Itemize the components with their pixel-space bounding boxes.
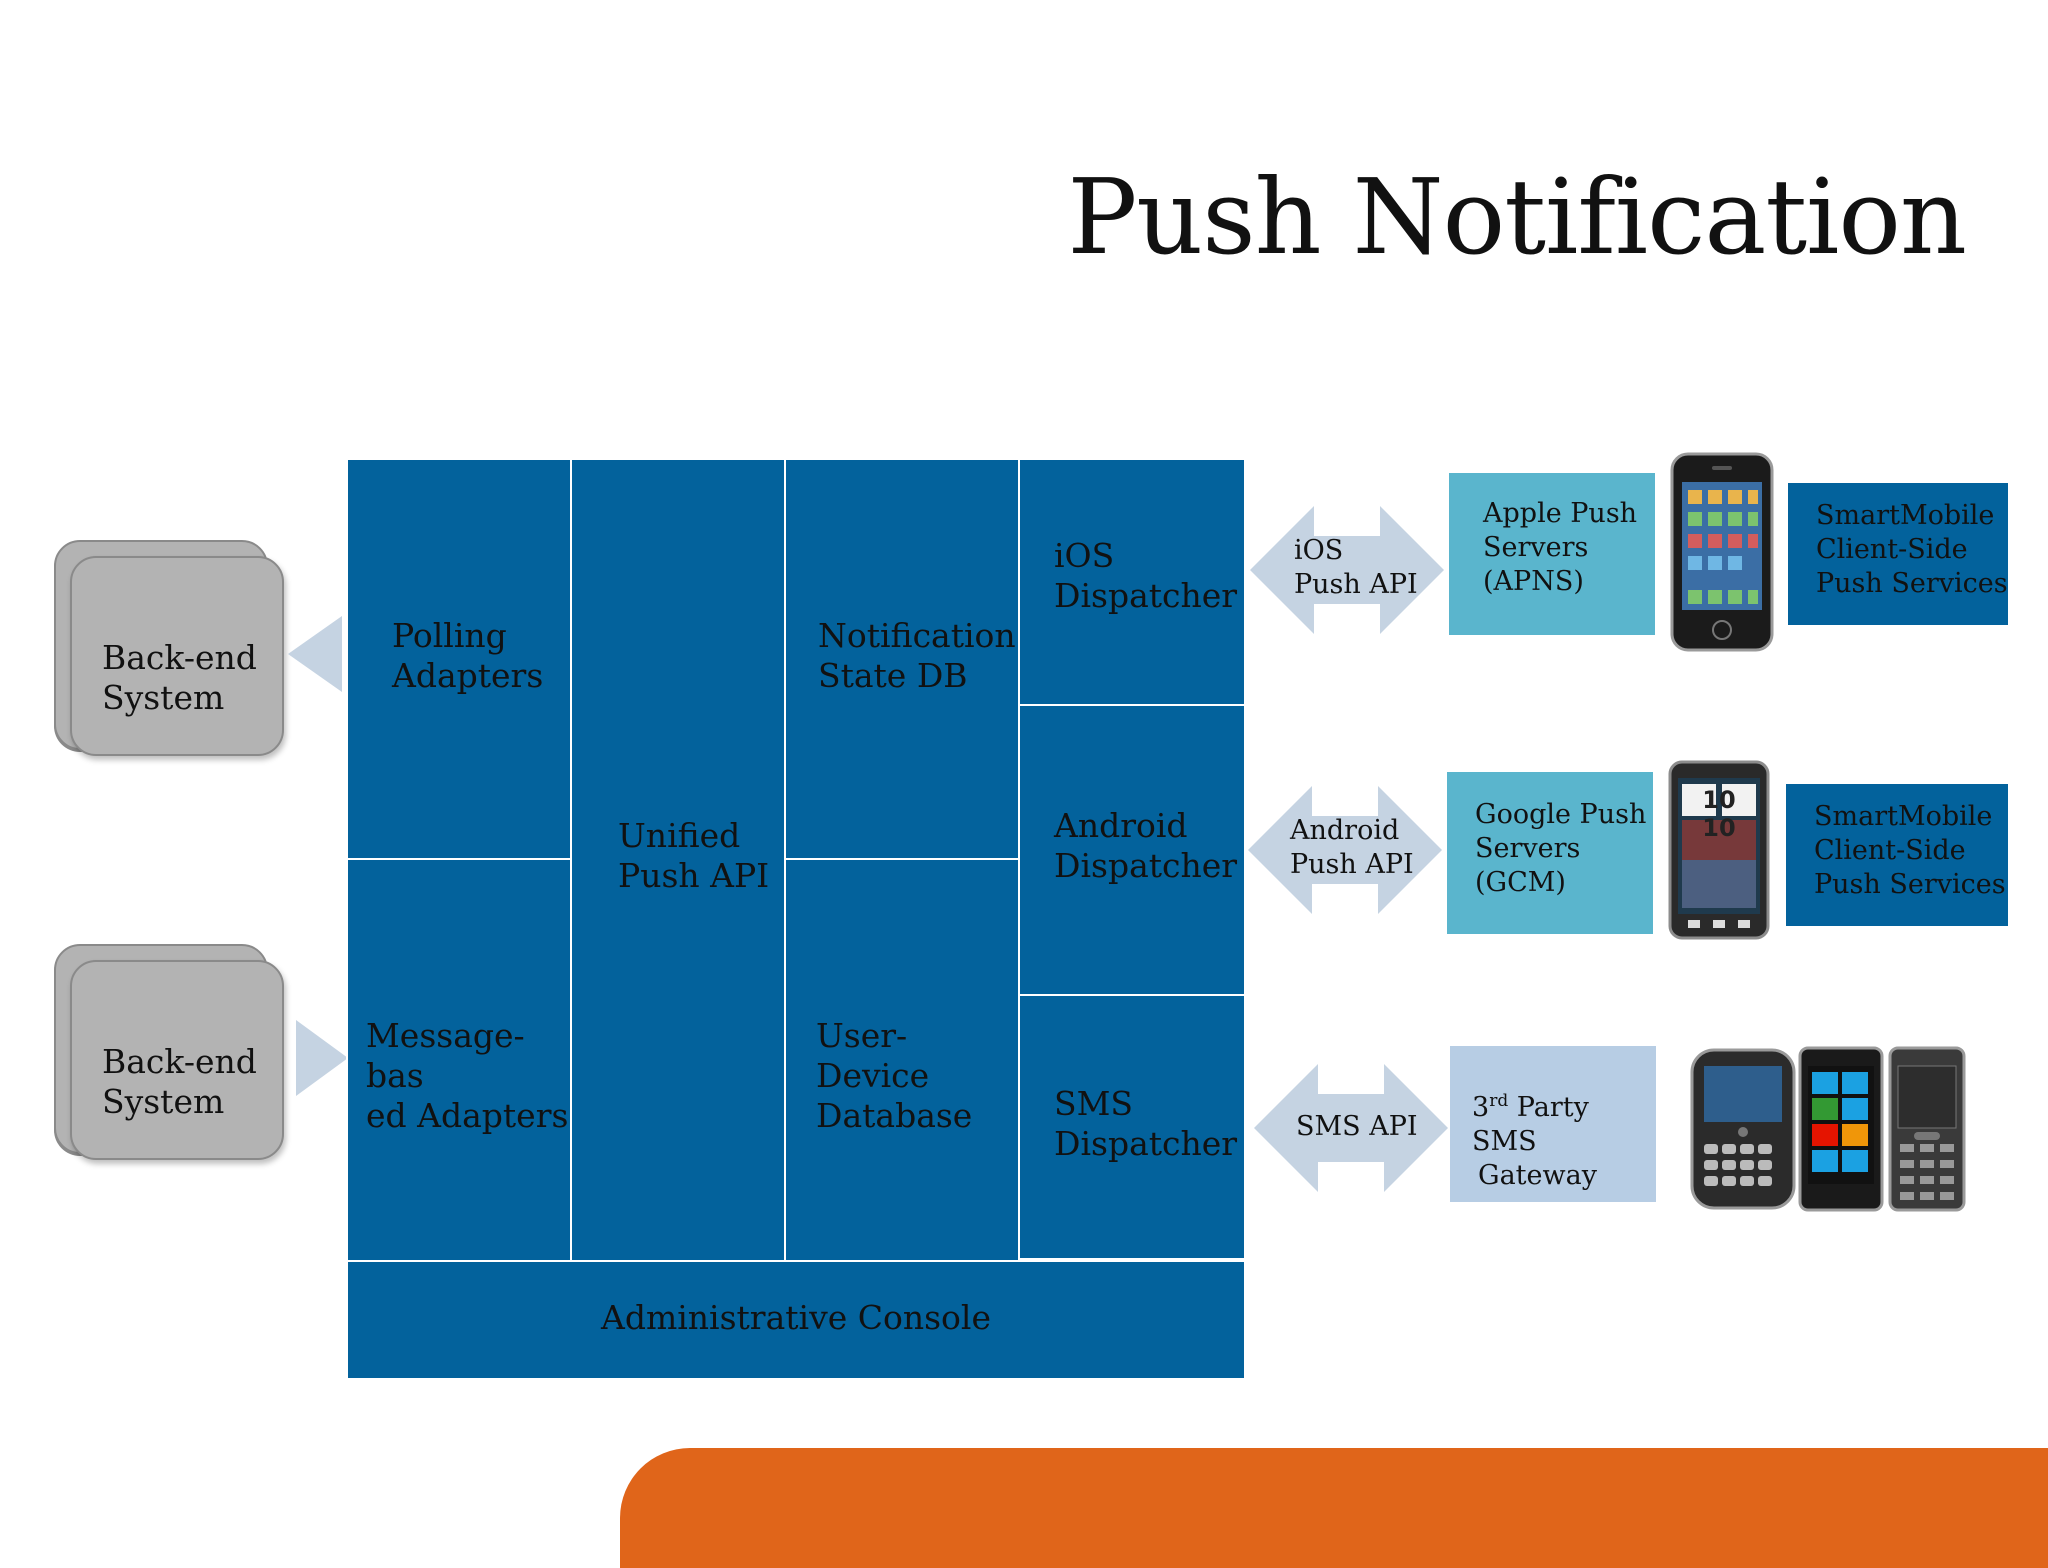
client-label-line2: Client-Side [1814, 835, 1966, 866]
block-label-line2: Dispatcher [1054, 846, 1238, 885]
ios-push-api-arrow: iOS Push API [1250, 506, 1444, 634]
block-label-line2: Dispatcher [1054, 1124, 1238, 1163]
client-side-push-services-box: SmartMobile Client-Side Push Services [1786, 784, 2008, 926]
backend-label-line1: Back-end [102, 638, 257, 677]
block-label-line1: SMS [1054, 1084, 1134, 1123]
android-dispatcher-block: Android Dispatcher [1018, 704, 1246, 996]
client-label-line3: Push Services [1814, 869, 2006, 900]
android-phone-image: 10 10 [1668, 760, 1770, 940]
block-label-line1: Android [1054, 806, 1188, 845]
block-label: Administrative Console [601, 1298, 991, 1337]
arrow-label-line1: Android [1290, 815, 1400, 846]
block-label-line1: Message-bas [366, 1016, 525, 1095]
arrow-label: SMS API [1296, 1111, 1418, 1142]
administrative-console-block: Administrative Console [346, 1260, 1246, 1380]
sms-dispatcher-block: SMS Dispatcher [1018, 994, 1246, 1260]
server-label-line3: (GCM) [1475, 867, 1566, 898]
server-label-line2: Servers [1483, 532, 1589, 563]
backend-system-top: Back-end System [54, 540, 294, 760]
ios-dispatcher-block: iOS Dispatcher [1018, 458, 1246, 706]
sms-gateway-box: 3rd Party SMS Gateway [1450, 1046, 1656, 1202]
client-label-line1: SmartMobile [1814, 801, 1993, 832]
server-label-line3: (APNS) [1483, 566, 1584, 597]
message-based-adapters-block: Message-bas ed Adapters [346, 858, 572, 1262]
block-label-line1: iOS [1054, 536, 1115, 575]
android-phone-icon [1668, 760, 1770, 940]
android-push-api-arrow: Android Push API [1248, 786, 1442, 914]
backend-label-line1: Back-end [102, 1042, 257, 1081]
backend-stack-front: Back-end System [70, 960, 284, 1160]
notification-state-db-block: Notification State DB [784, 458, 1020, 860]
gateway-label-line2: Gateway [1478, 1160, 1597, 1191]
backend-stack-front: Back-end System [70, 556, 284, 756]
apple-push-servers-box: Apple Push Servers (APNS) [1449, 473, 1655, 635]
client-label-line1: SmartMobile [1816, 500, 1995, 531]
block-label-line1: Notification [818, 616, 1016, 655]
triangle-right-pointer [296, 1020, 348, 1096]
backend-label-line2: System [102, 1082, 225, 1121]
backend-label-line2: System [102, 678, 225, 717]
arrow-label-line1: iOS [1294, 535, 1344, 566]
block-label-line1: Unified [618, 816, 741, 855]
gateway-ordinal-suffix: rd [1489, 1091, 1509, 1111]
block-label-line1: User-Device [816, 1016, 930, 1095]
footer-accent-bar [620, 1448, 2048, 1568]
android-clock-text: 10 10 [1702, 786, 1736, 842]
user-device-database-block: User-Device Database [784, 858, 1020, 1262]
block-label-line2: Adapters [392, 656, 544, 695]
block-label-line2: Dispatcher [1054, 576, 1238, 615]
google-push-servers-box: Google Push Servers (GCM) [1447, 772, 1653, 934]
feature-phones-image [1688, 1044, 1968, 1214]
client-label-line2: Client-Side [1816, 534, 1968, 565]
feature-phones-icon [1690, 1046, 1966, 1212]
client-side-push-services-box: SmartMobile Client-Side Push Services [1788, 483, 2008, 625]
backend-system-bottom: Back-end System [54, 944, 294, 1164]
block-label-line2: ed Adapters [366, 1096, 569, 1135]
slide-title: Push Notification [1067, 156, 1967, 278]
gateway-label-line1: Party SMS [1472, 1092, 1589, 1157]
arrow-label-line2: Push API [1290, 849, 1414, 880]
client-label-line3: Push Services [1816, 568, 2008, 599]
server-label-line1: Apple Push [1483, 498, 1638, 529]
server-label-line2: Servers [1475, 833, 1581, 864]
double-arrow-icon [1248, 786, 1442, 914]
block-label-line2: Push API [618, 856, 770, 895]
arrow-label-line2: Push API [1294, 569, 1418, 600]
sms-api-arrow: SMS API [1254, 1064, 1448, 1192]
unified-push-api-block: Unified Push API [570, 458, 786, 1262]
triangle-left-pointer [288, 616, 342, 692]
block-label-line2: Database [816, 1096, 973, 1135]
block-label-line1: Polling [392, 616, 507, 655]
iphone-image [1670, 452, 1774, 652]
iphone-icon [1670, 452, 1774, 652]
polling-adapters-block: Polling Adapters [346, 458, 572, 860]
double-arrow-icon [1250, 506, 1444, 634]
server-label-line1: Google Push [1475, 799, 1647, 830]
block-label-line2: State DB [818, 656, 968, 695]
double-arrow-icon [1254, 1064, 1448, 1192]
gateway-ordinal: 3 [1472, 1092, 1490, 1123]
